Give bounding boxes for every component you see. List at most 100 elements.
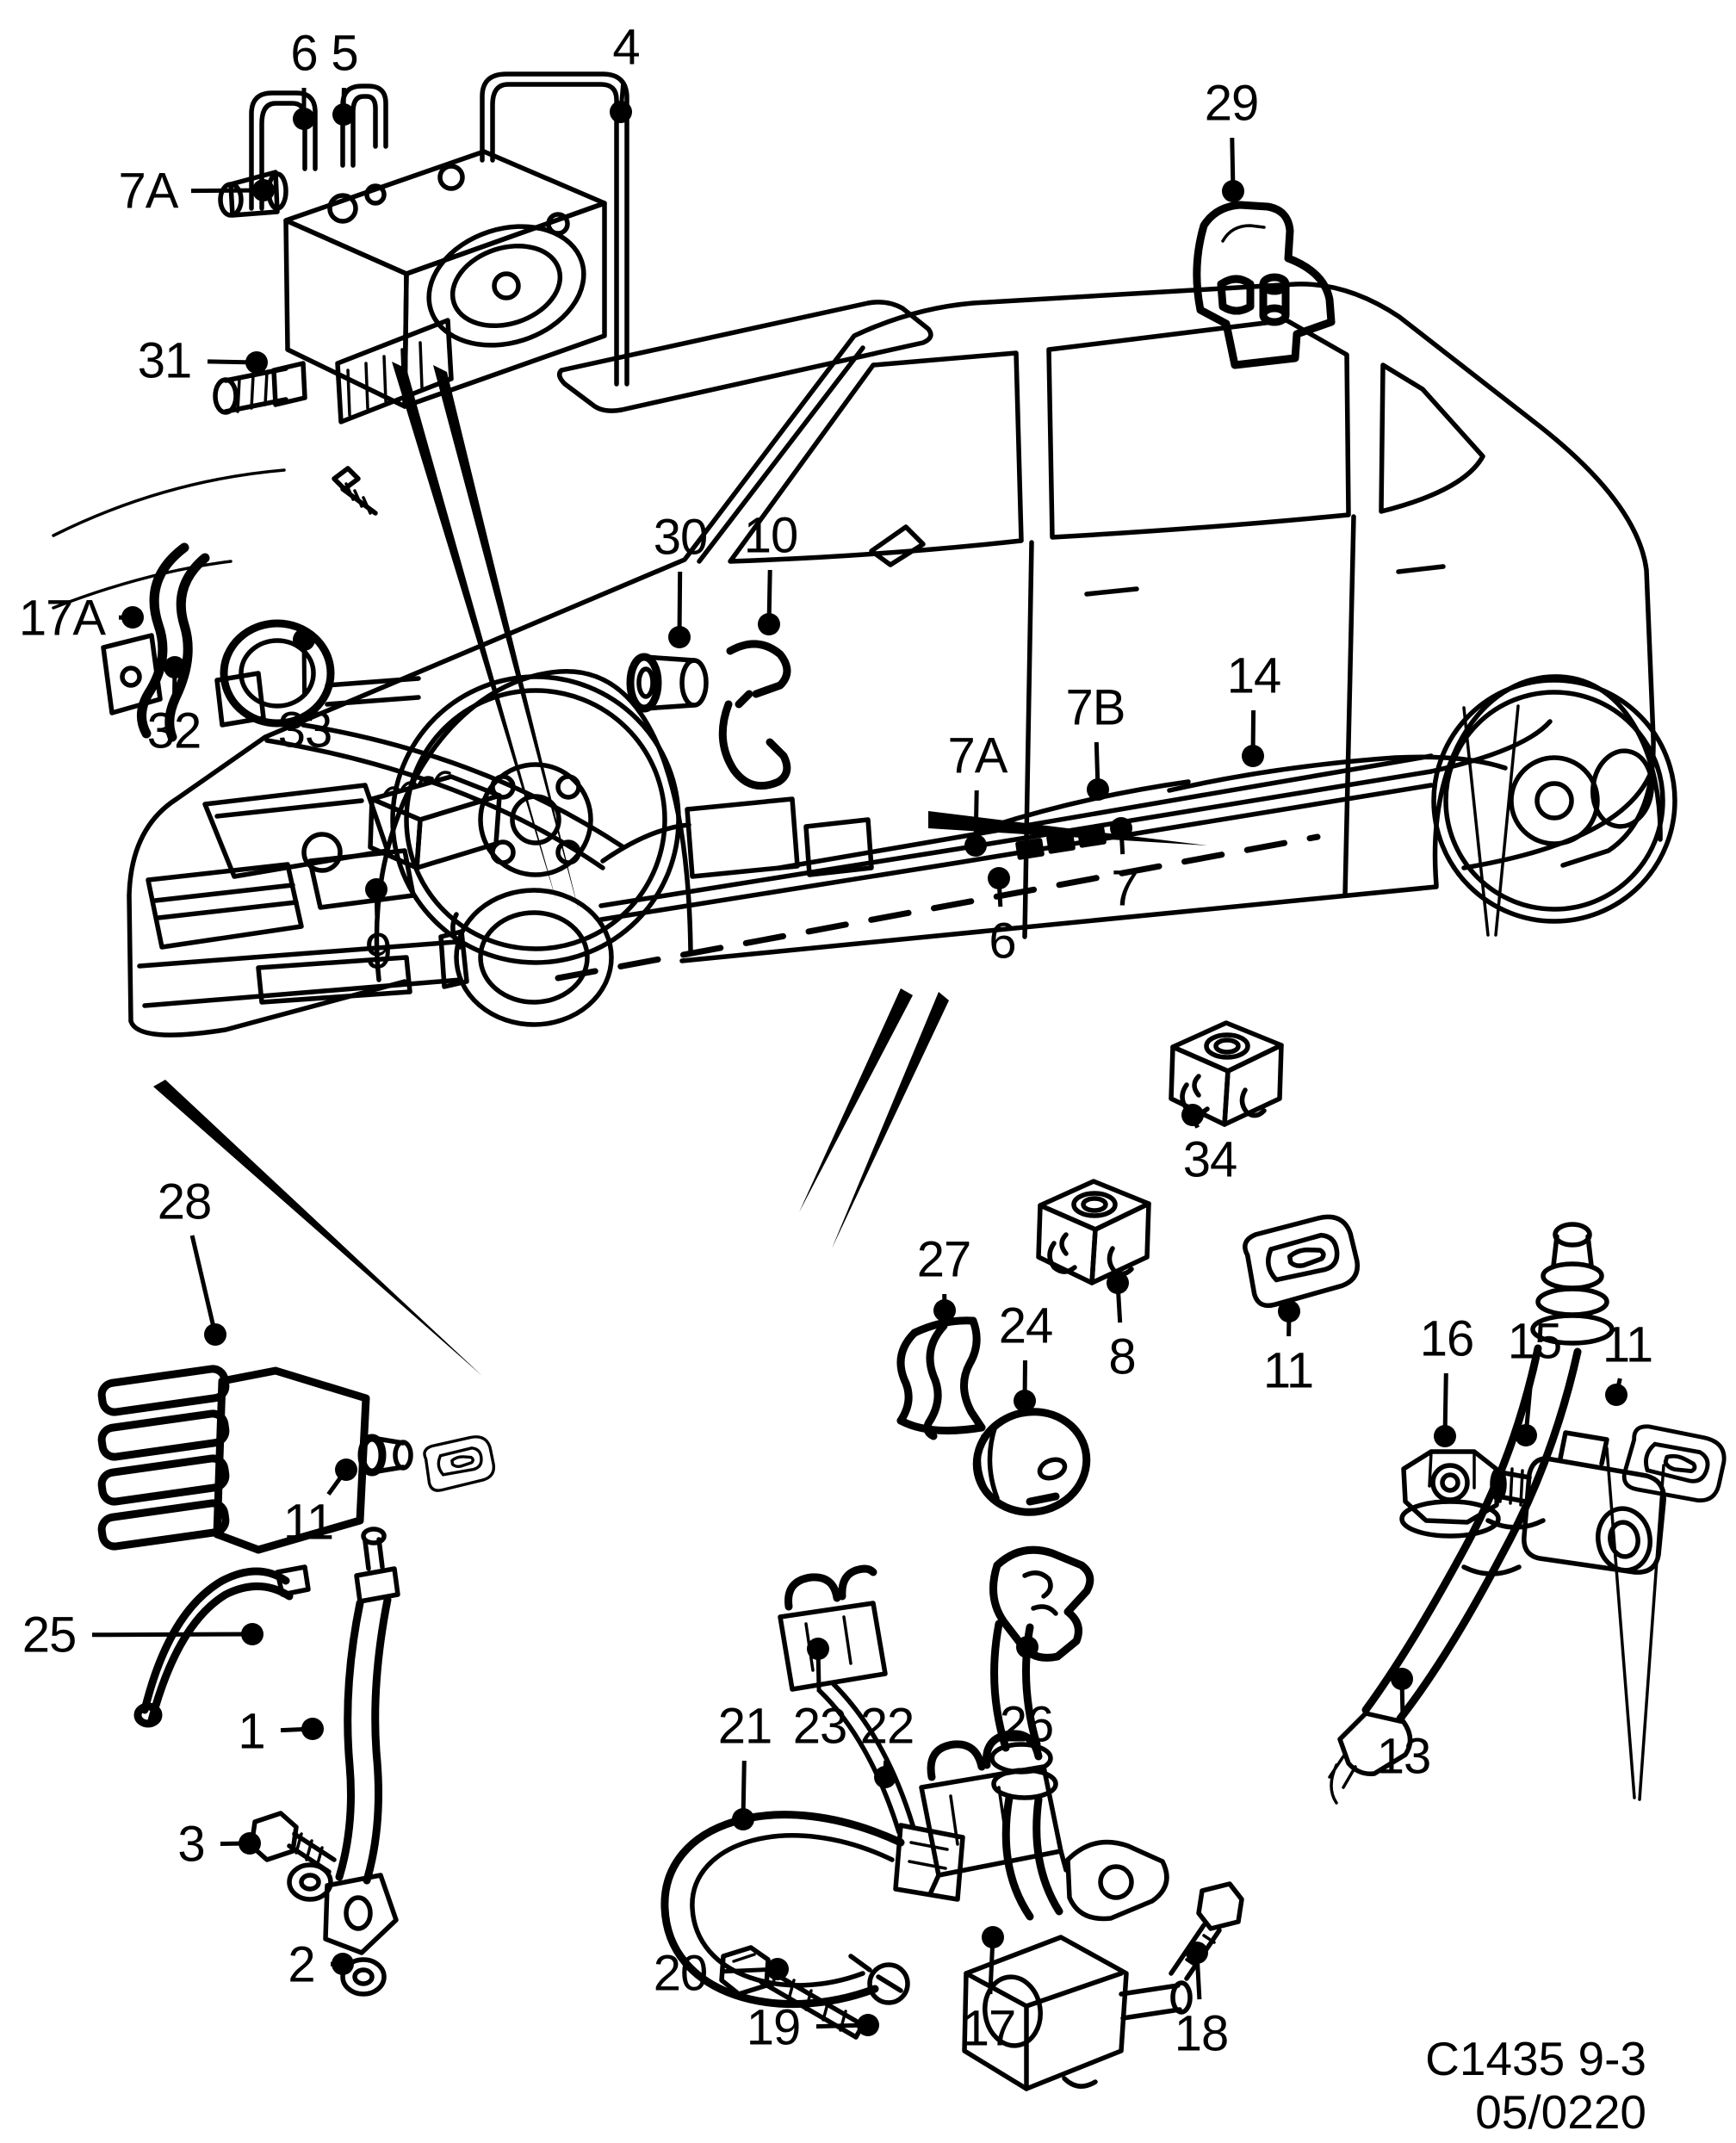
callout-dot [1222,180,1244,202]
callout-label: 16 [1420,1311,1474,1367]
callout-dot [988,867,1010,889]
callout-32: 32 [147,656,202,759]
callout-dot [1181,1104,1204,1126]
callout-leader-line [190,188,264,194]
part-30-bushing-drawing [626,653,709,713]
callout-label: 34 [1183,1132,1237,1188]
callout-label: 15 [1508,1314,1562,1370]
callout-dot [610,101,632,123]
callout-3: 3 [177,1817,261,1873]
callout-label: 9 [364,924,391,980]
callout-dot [1087,778,1109,801]
callout-dot [301,1718,324,1740]
part-9-relay-drawing [368,771,502,870]
callout-label: 21 [718,1699,772,1755]
callout-11-b: 11 [283,1459,357,1551]
callout-label: 17 [962,2001,1016,2057]
callout-7a-top: 7A [119,164,275,220]
callout-30: 30 [654,510,708,648]
callout-label: 26 [1000,1697,1054,1753]
callout-dot [1391,1668,1413,1690]
callout-dot [807,1638,829,1660]
callout-label: 11 [1263,1343,1313,1399]
callout-leader-line [189,1235,218,1335]
callout-label: 7B [1066,680,1125,736]
part-8-block-drawing [1038,1181,1149,1283]
callout-label: 20 [654,1946,708,2002]
callout-dot [1515,1424,1537,1446]
callout-26: 26 [1000,1636,1054,1753]
callout-dot [293,629,315,651]
callout-10: 10 [744,508,798,635]
diagram-revision: 05/0220 [1475,2085,1646,2139]
callout-1: 1 [238,1704,324,1760]
callout-dot [1014,1390,1036,1412]
part-11-clip-drawing [1242,1213,1361,1309]
callout-8: 8 [1107,1272,1137,1385]
callout-27: 27 [917,1232,971,1322]
callout-15: 15 [1508,1314,1562,1446]
part-25-pipe-drawing [133,1564,311,1728]
part-1-hose-drawing [249,1527,400,1997]
callout-label: 13 [1377,1729,1431,1785]
callout-label: 24 [999,1298,1053,1354]
callout-7a-mid: 7A [948,728,1009,857]
part-24-grommet-drawing [972,1408,1091,1516]
callout-dot [758,613,780,635]
callout-17a: 17A [19,591,144,647]
callout-dot [1016,1636,1038,1658]
callout-dot [164,656,186,678]
diagram-code: C1435 9-3 [1425,2032,1646,2085]
callout-dot [241,1623,264,1645]
callout-label: 10 [744,508,798,564]
callout-5: 5 [331,26,359,126]
callout-label: 1 [238,1704,264,1760]
callout-dot [982,1926,1004,1948]
callout-label: 11 [1603,1317,1652,1373]
callout-label: 29 [1205,76,1259,132]
callout-14: 14 [1227,648,1281,767]
callout-label: 6 [989,914,1015,969]
part-28-clip-block-drawing [97,1365,413,1554]
callout-label: 17A [19,591,107,647]
callout-dot [239,1832,261,1855]
callout-dot [874,1766,896,1788]
callout-label: 31 [138,333,192,389]
part-22-clip-drawing [919,1730,1069,1897]
callout-33: 33 [278,629,332,759]
part-29-bracket-drawing [1193,201,1336,369]
callout-dot [857,2014,879,2036]
callout-16: 16 [1420,1311,1474,1447]
callout-dot [245,351,268,374]
callout-21: 21 [718,1699,772,1830]
callout-9: 9 [364,878,393,980]
car-body-drawing [127,282,1677,1801]
callout-label: 7A [948,728,1008,784]
sensor-bracket-drawing [1065,1839,1169,1922]
callout-label: 7 [1111,861,1138,917]
callout-dot [332,103,355,126]
callout-17: 17 [962,1926,1016,2057]
part-11-clip-left-drawing [421,1433,498,1494]
part-31-abs-unit-drawing [213,71,629,424]
callout-dot [121,606,144,629]
callout-dot [335,1459,357,1481]
callout-label: 22 [860,1699,914,1755]
part-11-clip-right-drawing [1620,1419,1730,1511]
callout-34: 34 [1181,1104,1237,1188]
callout-19: 19 [747,2000,879,2056]
callout-label: 14 [1227,648,1281,704]
callout-4: 4 [610,20,641,123]
callout-7: 7 [1110,817,1139,917]
part-10-clip-drawing [718,640,791,790]
callout-dot [933,1299,956,1322]
callout-dot [1278,1300,1300,1322]
callout-label: 19 [747,2000,801,2056]
part-18-bolt-drawing [1169,1881,1244,1981]
part-23-clip-drawing [778,1564,888,1692]
callout-22: 22 [860,1699,914,1788]
callout-dot [293,108,315,130]
callout-23: 23 [793,1638,847,1755]
